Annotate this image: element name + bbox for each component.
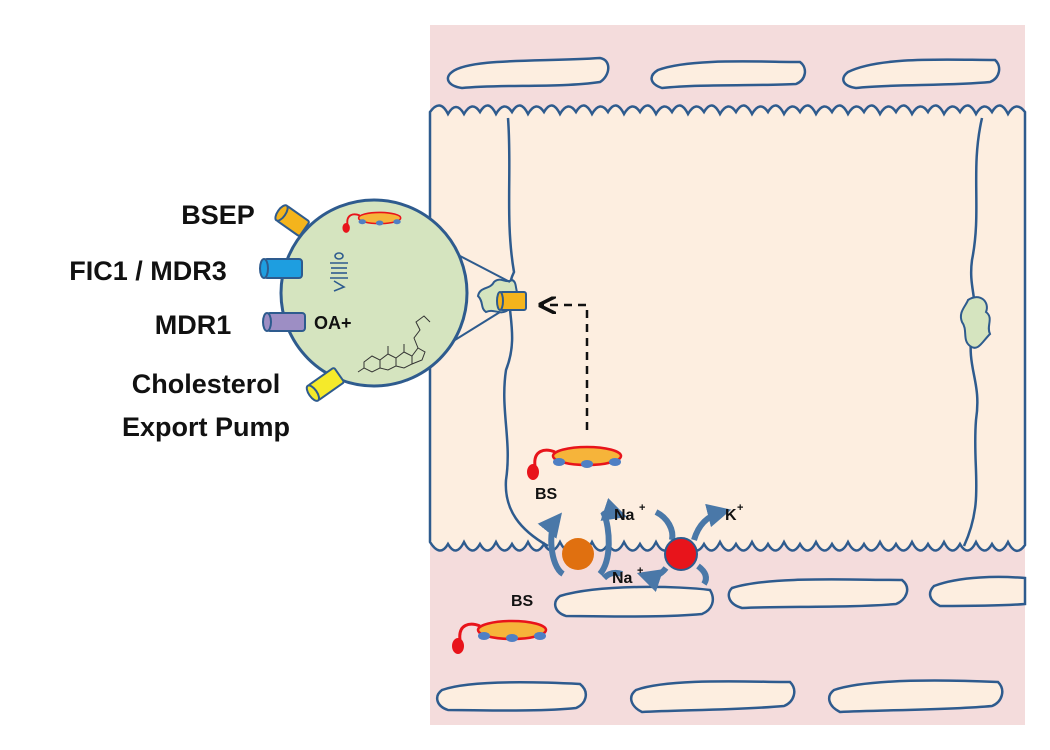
fic1-mdr3-label: FIC1 / MDR3: [69, 256, 227, 286]
cholesterol-pump-icon: [305, 367, 345, 402]
svg-text:+: +: [637, 565, 643, 577]
bile-salt-blood-icon: [452, 619, 548, 654]
mdr1-label: MDR1: [155, 310, 232, 340]
sinusoid-cell-bottom-4: [435, 681, 588, 712]
left-cell-boundary: [503, 117, 549, 548]
cholesterol-label-line1: Cholesterol: [132, 369, 281, 399]
fic1-mdr3-transporter-icon: [259, 258, 303, 279]
bs-label-blood: BS: [511, 593, 534, 610]
svg-text:K: K: [725, 507, 737, 524]
cholesterol-molecule-icon: [357, 315, 431, 373]
sinusoid-cell-bottom-3: [928, 575, 1027, 608]
sinusoid-cell-top-1: [446, 56, 610, 90]
zoom-circle: [279, 198, 469, 388]
svg-text:+: +: [639, 502, 645, 514]
phospholipid-icon: [330, 252, 348, 292]
na-k-pump-icon: [636, 503, 732, 592]
sinusoid-cell-top-3: [842, 58, 1001, 90]
sinusoid-cell-bottom-2: [727, 578, 909, 610]
bsep-label: BSEP: [181, 200, 255, 230]
oa-label: OA+: [314, 313, 352, 333]
bile-salt-zoom-icon: [342, 211, 402, 233]
na-label-bottom: Na +: [612, 565, 643, 587]
sinusoid-cell-bottom-5: [629, 680, 796, 714]
svg-text:+: +: [737, 502, 743, 514]
svg-text:Na: Na: [614, 507, 635, 524]
bsep-canalicular-icon: [496, 291, 527, 311]
k-label: K +: [725, 502, 743, 524]
bile-salt-cell-icon: [527, 445, 623, 480]
hepatocyte-cell: [428, 104, 1027, 552]
bile-canaliculus-right: [959, 296, 992, 349]
ntcp-symporter-icon: [537, 498, 628, 581]
mdr1-transporter-icon: [262, 312, 306, 332]
svg-text:Na: Na: [612, 570, 633, 587]
bsep-transporter-icon: [274, 204, 310, 237]
cholesterol-label-line2: Export Pump: [122, 412, 290, 442]
sinusoid-cell-bottom-6: [827, 679, 1004, 714]
na-label-top: Na +: [614, 502, 645, 524]
bs-label-cell: BS: [535, 486, 558, 503]
sinusoid-cell-top-2: [650, 60, 807, 90]
sinusoid-cell-bottom-1: [553, 585, 714, 618]
transport-dashed-arrow: [542, 305, 589, 430]
